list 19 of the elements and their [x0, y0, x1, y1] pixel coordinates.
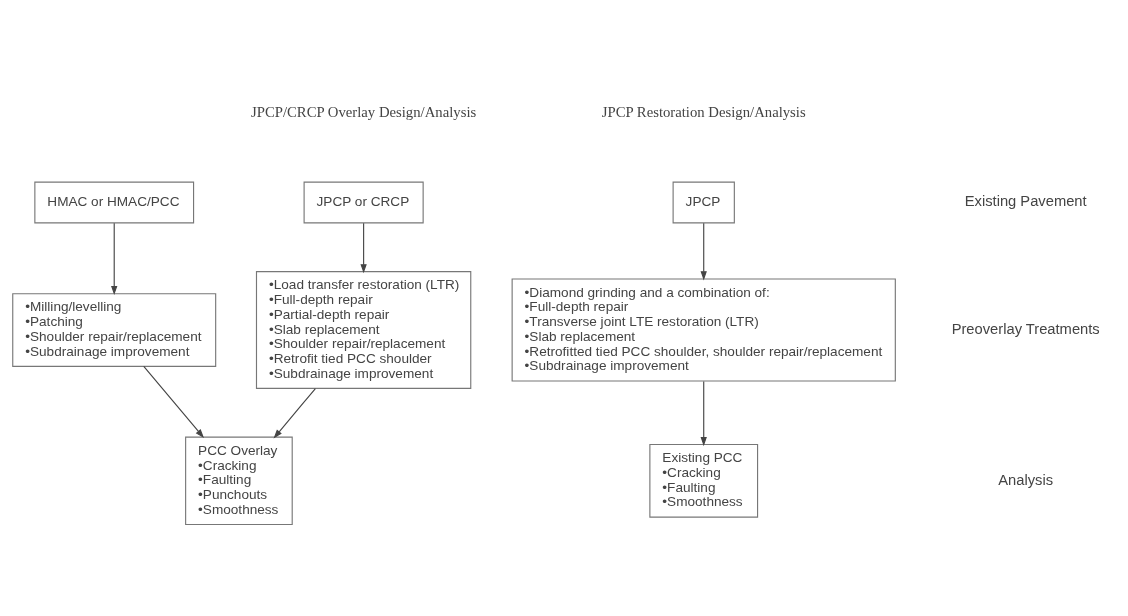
node-box: JPCP or CRCP	[303, 181, 424, 223]
node-box: Existing PCC •Cracking •Faulting •Smoothness	[649, 443, 759, 518]
node-box: •Diamond grinding and a combination of: •Full-depth repair •Transverse joint LTE restoration (LTR) •Slab replacement •Retrofitted tied PCC shoulder, shoulder repair/replacement •Subdrainage improvement	[511, 277, 896, 382]
arrow	[273, 387, 316, 438]
arrow	[700, 380, 707, 446]
node-box: HMAC or HMAC/PCC	[34, 181, 195, 223]
arrow	[700, 222, 707, 280]
label: Existing Pavement	[964, 192, 1087, 209]
arrow	[143, 365, 204, 438]
label: JPCP Restoration Design/Analysis	[601, 103, 806, 120]
node-box: JPCP	[672, 181, 735, 223]
arrow	[111, 222, 118, 295]
node-box: •Milling/levelling •Patching •Shoulder repair/replacement •Subdrainage improvement	[12, 292, 217, 367]
label: JPCP/CRCP Overlay Design/Analysis	[251, 103, 477, 120]
arrow	[360, 222, 367, 273]
node-box: •Load transfer restoration (LTR) •Full-depth repair •Partial-depth repair •Slab replacement •Shoulder repair/replacement •Retrofit tied PCC shoulder •Subdrainage improvement	[255, 270, 472, 389]
node-box: PCC Overlay •Cracking •Faulting •Punchouts •Smoothness	[185, 436, 293, 525]
label: Analysis	[998, 471, 1054, 488]
label: Preoverlay Treatments	[951, 320, 1100, 337]
